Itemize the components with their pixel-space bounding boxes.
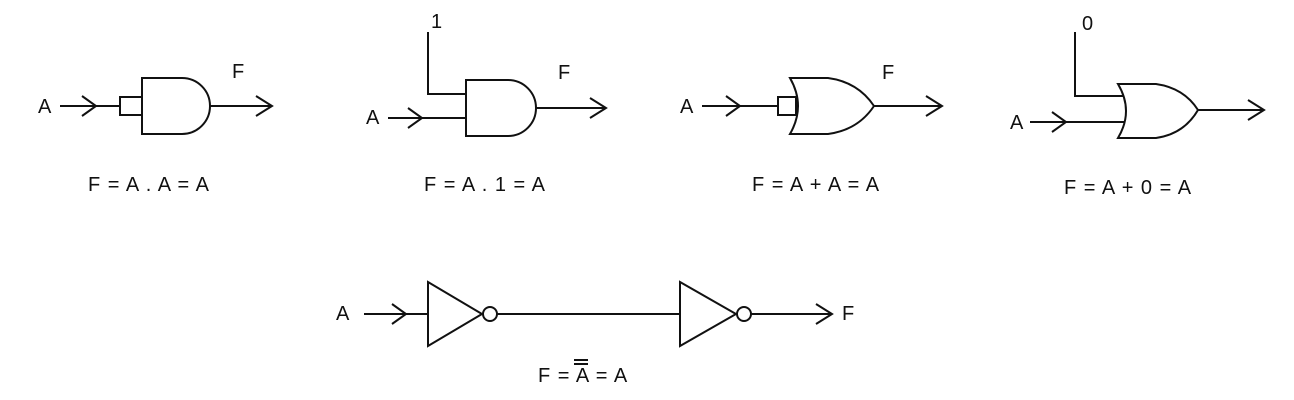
inverter-1-symbol bbox=[427, 280, 484, 348]
double-inverter-diagram: A F F = A = A bbox=[336, 280, 854, 387]
and-gate-symbol bbox=[141, 77, 211, 135]
input-arrowhead bbox=[725, 95, 742, 117]
output-arrowhead bbox=[815, 303, 834, 325]
equation-and-idempotent: F = A . A = A bbox=[88, 174, 210, 196]
input-wire-one bbox=[427, 32, 466, 95]
input-tie-block bbox=[119, 96, 143, 116]
or-gate-diagram-2: 0 A F = A + 0 = A bbox=[1010, 13, 1266, 199]
output-arrowhead bbox=[925, 95, 944, 117]
input-label-a: A bbox=[38, 96, 52, 118]
input-arrowhead bbox=[1051, 111, 1068, 133]
and-gate-diagram-1: A F F = A . A = A bbox=[38, 61, 274, 196]
equation-rhs: = A bbox=[589, 365, 628, 387]
output-label-f: F bbox=[232, 61, 244, 83]
input-label-one: 1 bbox=[431, 11, 442, 33]
output-arrowhead bbox=[589, 97, 608, 119]
equation-or-identity: F = A + 0 = A bbox=[1064, 177, 1192, 199]
output-arrowhead bbox=[1247, 99, 1266, 121]
input-label-a: A bbox=[366, 107, 380, 129]
input-label-a: A bbox=[680, 96, 694, 118]
input-label-a: A bbox=[336, 303, 350, 325]
input-wire-zero bbox=[1074, 32, 1126, 97]
output-arrowhead bbox=[255, 95, 274, 117]
input-arrowhead bbox=[391, 303, 408, 325]
or-gate-symbol bbox=[1116, 83, 1200, 139]
or-gate-diagram-1: A F F = A + A = A bbox=[680, 62, 944, 196]
or-gate-symbol bbox=[788, 77, 876, 135]
output-label-f: F bbox=[882, 62, 894, 84]
output-label-f: F bbox=[842, 303, 854, 325]
inverter-2-bubble bbox=[736, 306, 752, 322]
input-tie-block bbox=[777, 96, 797, 116]
equation-and-identity: F = A . 1 = A bbox=[424, 174, 546, 196]
output-label-f: F bbox=[558, 62, 570, 84]
inverter-2-symbol bbox=[679, 280, 739, 348]
equation-overbar-symbol: A bbox=[576, 365, 590, 387]
equation-lhs: F = bbox=[538, 365, 576, 387]
input-arrowhead bbox=[81, 95, 98, 117]
input-arrowhead bbox=[407, 107, 424, 129]
and-gate-diagram-2: 1 A F F = A . 1 = A bbox=[366, 11, 608, 196]
equation-double-negation: F = A = A bbox=[538, 365, 628, 387]
inverter-1-bubble bbox=[482, 306, 498, 322]
input-label-zero: 0 bbox=[1082, 13, 1093, 35]
input-label-a: A bbox=[1010, 112, 1024, 134]
and-gate-symbol bbox=[465, 79, 537, 137]
equation-or-idempotent: F = A + A = A bbox=[752, 174, 880, 196]
